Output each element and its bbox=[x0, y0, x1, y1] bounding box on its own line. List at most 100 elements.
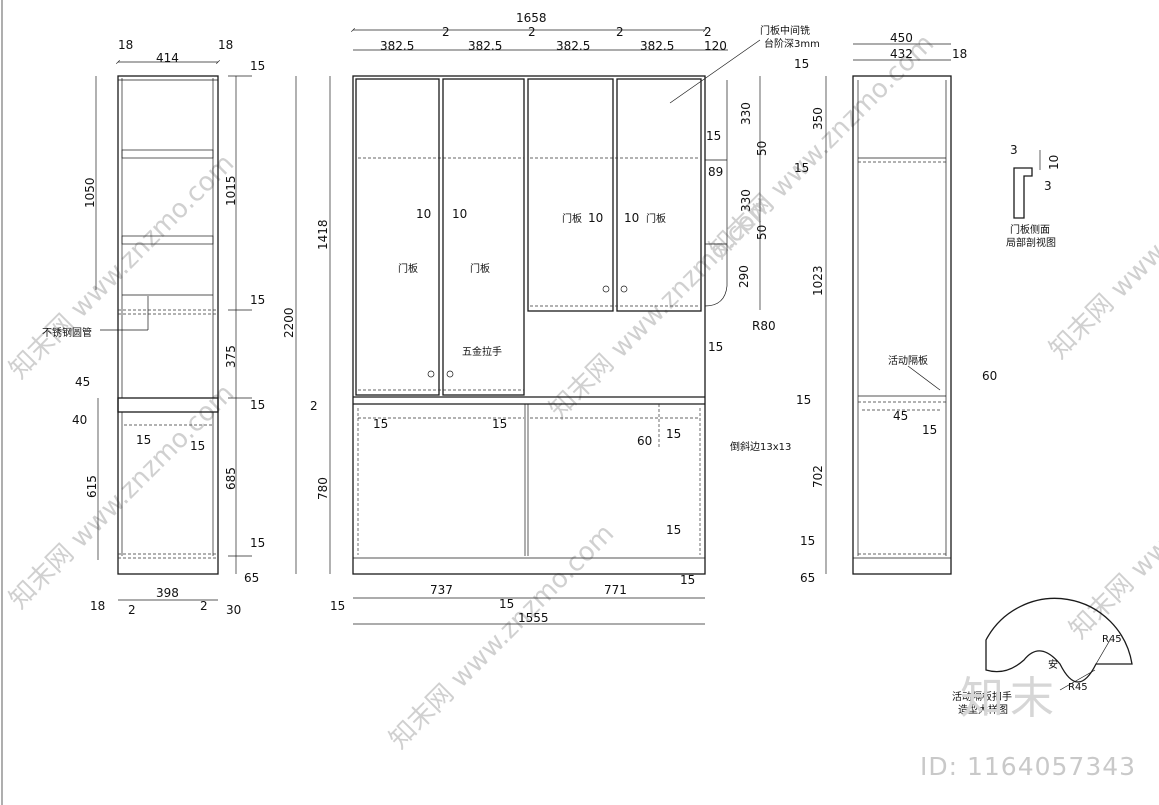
dim-text: 65 bbox=[244, 571, 259, 585]
front-elevation-view bbox=[295, 28, 761, 625]
dim-text: 45 bbox=[75, 375, 90, 389]
dim-text: 15 bbox=[666, 523, 681, 537]
dim-text: 15 bbox=[800, 534, 815, 548]
dim-text: 89 bbox=[708, 165, 723, 179]
dim-text: 771 bbox=[604, 583, 627, 597]
dim-text: 2200 bbox=[282, 307, 296, 338]
dim-text: 2 bbox=[616, 25, 624, 39]
dim-text: 398 bbox=[156, 586, 179, 600]
dim-text: 15 bbox=[250, 398, 265, 412]
dim-text: 1023 bbox=[811, 265, 825, 296]
door-label: 门板 bbox=[470, 262, 490, 275]
dim-text: 2 bbox=[128, 603, 136, 617]
dim-text: 15 bbox=[492, 417, 507, 431]
dim-text: 15 bbox=[922, 423, 937, 437]
svg-text:知末网 www.znzmo.com: 知末网 www.znzmo.com bbox=[704, 29, 940, 265]
dim-text: 1050 bbox=[83, 177, 97, 208]
dim-text: 15 bbox=[794, 161, 809, 175]
dim-text: 15 bbox=[796, 393, 811, 407]
dim-text: 1418 bbox=[316, 219, 330, 250]
dim-text: 15 bbox=[250, 293, 265, 307]
dim-text: 290 bbox=[737, 265, 751, 288]
dim-text: 2 bbox=[200, 599, 208, 613]
dim-text: 737 bbox=[430, 583, 453, 597]
dim-text: 350 bbox=[811, 107, 825, 130]
dim-text: 1658 bbox=[516, 11, 547, 25]
front-view-dimensions: 1658 382.5 382.5 382.5 382.5 120 2 2 2 2… bbox=[282, 11, 820, 625]
dim-text: 15 bbox=[136, 433, 151, 447]
dim-text: 10 bbox=[588, 211, 603, 225]
dim-text: 120 bbox=[704, 39, 727, 53]
dim-text: 10 bbox=[1047, 155, 1061, 170]
detail-label: 门板侧面 bbox=[1010, 223, 1050, 236]
dim-text: 10 bbox=[416, 207, 431, 221]
door-label: 门板 bbox=[646, 212, 666, 225]
svg-text:知末网 www.znzmo.com: 知末网 www.znzmo.com bbox=[384, 519, 620, 755]
radius-label: R45 bbox=[1102, 634, 1122, 645]
dim-text: 414 bbox=[156, 51, 179, 65]
side-elevation-view bbox=[825, 43, 952, 575]
dim-text: 10 bbox=[452, 207, 467, 221]
dim-text: 15 bbox=[250, 59, 265, 73]
dim-text: 702 bbox=[811, 465, 825, 488]
dim-text: 450 bbox=[890, 31, 913, 45]
dim-text: 15 bbox=[666, 427, 681, 441]
dim-text: 2 bbox=[442, 25, 450, 39]
dim-text: 60 bbox=[637, 434, 652, 448]
groove-note: 门板中间铣 bbox=[760, 24, 810, 37]
dim-text: 3 bbox=[1010, 143, 1018, 157]
dim-text: 65 bbox=[800, 571, 815, 585]
dim-text: 3 bbox=[1044, 179, 1052, 193]
dim-text: 18 bbox=[952, 47, 967, 61]
dim-text: 432 bbox=[890, 47, 913, 61]
dim-text: 15 bbox=[190, 439, 205, 453]
dim-text: 40 bbox=[72, 413, 87, 427]
dim-text: 2 bbox=[704, 25, 712, 39]
dim-text: 18 bbox=[118, 38, 133, 52]
dim-text: 15 bbox=[706, 129, 721, 143]
brand-logo: 知末 bbox=[960, 673, 1060, 724]
left-view-dimensions: 18 414 18 1050 45 40 615 15 1015 15 375 … bbox=[42, 38, 265, 617]
left-section-view bbox=[95, 60, 252, 601]
dim-text: 780 bbox=[316, 477, 330, 500]
drawing-id: ID: 1164057343 bbox=[920, 752, 1137, 781]
dim-text: 615 bbox=[85, 475, 99, 498]
door-side-detail: 3 10 3 门板侧面 局部剖视图 bbox=[1006, 143, 1061, 249]
dim-text: 18 bbox=[90, 599, 105, 613]
dim-text: 2 bbox=[310, 399, 318, 413]
dim-text: 18 bbox=[218, 38, 233, 52]
detail-label: 局部剖视图 bbox=[1006, 236, 1056, 249]
dim-text: 50 bbox=[755, 225, 769, 240]
dim-text: 330 bbox=[739, 102, 753, 125]
mark-label: 安 bbox=[1048, 658, 1058, 671]
dim-text: 1015 bbox=[224, 175, 238, 206]
dim-text: 685 bbox=[224, 467, 238, 490]
dim-text: 15 bbox=[250, 536, 265, 550]
dim-text: 15 bbox=[794, 57, 809, 71]
dim-text: 2 bbox=[528, 25, 536, 39]
dim-text: 330 bbox=[739, 189, 753, 212]
dim-text: 375 bbox=[224, 345, 238, 368]
detail-label: 造型大样图 bbox=[958, 703, 1008, 716]
shelf-label: 活动隔板 bbox=[888, 354, 928, 367]
dim-text: 15 bbox=[680, 573, 695, 587]
radius-label: R45 bbox=[1068, 682, 1088, 693]
dim-text: 382.5 bbox=[380, 39, 414, 53]
pipe-label: 不锈钢圆管 bbox=[42, 326, 92, 339]
groove-note: 台阶深3mm bbox=[764, 37, 820, 50]
dim-text: 15 bbox=[373, 417, 388, 431]
dim-text: 15 bbox=[499, 597, 514, 611]
handle-label: 五金拉手 bbox=[462, 345, 502, 358]
dim-text: 15 bbox=[330, 599, 345, 613]
dim-text: R80 bbox=[752, 319, 776, 333]
dim-text: 15 bbox=[708, 340, 723, 354]
detail-label: 活动隔板扣手 bbox=[952, 690, 1012, 703]
dim-text: 50 bbox=[755, 141, 769, 156]
side-view-dimensions: 450 432 18 15 350 15 1023 15 702 15 65 活… bbox=[794, 31, 997, 585]
svg-text:知末网 www.znzmo.com: 知末网 www.znzmo.com bbox=[1064, 409, 1159, 645]
svg-text:知末网 www.znzmo.com: 知末网 www.znzmo.com bbox=[1044, 129, 1159, 365]
dim-text: 382.5 bbox=[640, 39, 674, 53]
dim-text: 30 bbox=[226, 603, 241, 617]
dim-text: 45 bbox=[893, 409, 908, 423]
